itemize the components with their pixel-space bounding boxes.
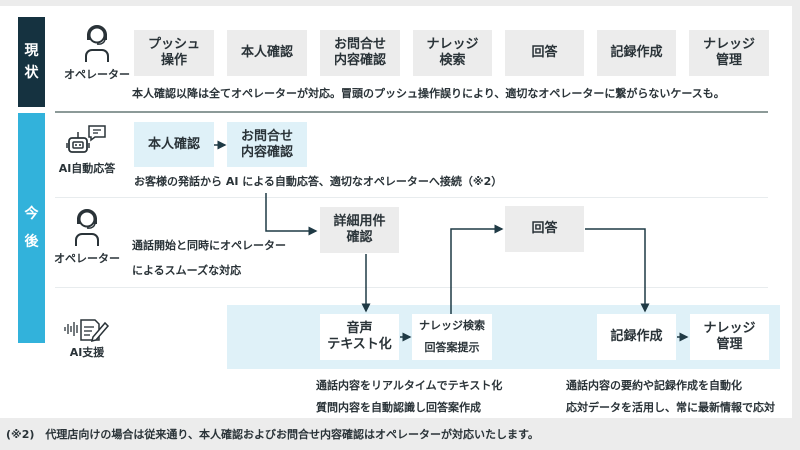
label-char: 後 <box>24 234 39 250</box>
step-text: お問合せ <box>333 37 386 52</box>
step-text: ナレッジ検索 <box>419 319 485 332</box>
section-label-future: 今 後 <box>18 113 45 343</box>
ai-response-note: お客様の発話から AI による自動応答、適切なオペレーターへ接続（※2） <box>134 175 503 188</box>
ai-support-note-left-2: 質問内容を自動認識し回答案作成 <box>316 401 481 414</box>
step-detail-check: 詳細用件確認 <box>320 207 399 253</box>
step-text: 内容確認 <box>240 144 293 160</box>
step-text: 記録作成 <box>610 329 663 344</box>
row-divider <box>55 287 768 288</box>
operator-note-line2: によるスムーズな対応 <box>132 264 242 277</box>
actor-label: AI自動応答 <box>58 162 116 175</box>
step-text: 管理 <box>715 53 742 68</box>
step-text: 内容確認 <box>333 53 386 68</box>
step-text: 管理 <box>716 337 743 352</box>
step-text: 確認 <box>346 230 373 245</box>
actor-operator-current: オペレーター <box>62 24 132 82</box>
step-text: 本人確認 <box>240 45 293 60</box>
ai-support-note-right-1: 通話内容の要約や記録作成を自動化 <box>566 379 742 392</box>
step-answer: 回答 <box>505 30 584 76</box>
section-divider <box>368 111 768 113</box>
step-record: 記録作成 <box>597 30 676 76</box>
section-label-current: 現 状 <box>18 17 45 107</box>
actor-label: オペレーター <box>54 252 120 265</box>
ai-step-knowledge-search: ナレッジ検索回答案提示 <box>412 314 492 360</box>
step-identity-check: 本人確認 <box>227 30 307 76</box>
ai-step-speech-to-text: 音声テキスト化 <box>320 314 399 360</box>
step-text: 操作 <box>160 53 187 68</box>
ai-robot-chat-icon <box>66 125 106 153</box>
actor-label: オペレーター <box>64 68 130 81</box>
label-char: 現 <box>24 43 39 59</box>
ai-step-identity-check: 本人確認 <box>134 122 214 167</box>
step-text: 記録作成 <box>610 45 663 60</box>
actor-label: AI支援 <box>69 346 105 359</box>
section-divider <box>55 111 368 113</box>
actor-ai-support: AI支援 <box>52 316 122 360</box>
step-text: ナレッジ <box>702 37 755 52</box>
ai-step-knowledge-management: ナレッジ管理 <box>690 314 769 360</box>
ai-step-inquiry-check: お問合せ内容確認 <box>227 122 307 167</box>
label-char: 今 <box>24 206 39 222</box>
ai-support-note-left-1: 通話内容をリアルタイムでテキスト化 <box>316 379 503 392</box>
step-text: 本人確認 <box>147 136 200 152</box>
step-text: 回答 <box>531 45 558 60</box>
label-char: 状 <box>24 65 39 81</box>
step-text: お問合せ <box>240 128 293 144</box>
step-knowledge-search: ナレッジ検索 <box>413 30 492 76</box>
ai-support-note-right-2: 応対データを活用し、常に最新情報で応対 <box>566 401 775 414</box>
step-text: 音声 <box>346 321 373 336</box>
step-knowledge-management: ナレッジ管理 <box>689 30 769 76</box>
ai-step-record: 記録作成 <box>597 314 676 360</box>
step-inquiry-check: お問合せ内容確認 <box>320 30 400 76</box>
step-answer-future: 回答 <box>505 206 584 252</box>
current-note: 本人確認以降は全てオペレーターが対応。冒頭のプッシュ操作誤りにより、適切なオペレ… <box>132 87 725 100</box>
row-divider <box>55 197 768 198</box>
step-text: ナレッジ <box>703 321 756 336</box>
step-text: 検索 <box>439 53 466 68</box>
actor-ai-response: AI自動応答 <box>52 124 122 176</box>
actor-operator-future: オペレーター <box>52 208 122 266</box>
operator-headset-icon <box>85 25 109 62</box>
voice-document-pen-icon <box>64 319 110 342</box>
step-text: 回答案提示 <box>424 341 480 354</box>
step-text: プッシュ <box>147 37 200 52</box>
step-text: 回答 <box>531 221 558 236</box>
step-text: テキスト化 <box>327 337 392 352</box>
footnote: (※2) 代理店向けの場合は従来通り、本人確認およびお問合せ内容確認はオペレータ… <box>6 428 539 441</box>
step-text: 詳細用件 <box>333 214 386 229</box>
operator-headset-icon <box>75 209 99 246</box>
operator-note-line1: 通話開始と同時にオペレーター <box>132 239 286 252</box>
step-push-operation: プッシュ操作 <box>134 30 214 76</box>
step-text: ナレッジ <box>426 37 479 52</box>
